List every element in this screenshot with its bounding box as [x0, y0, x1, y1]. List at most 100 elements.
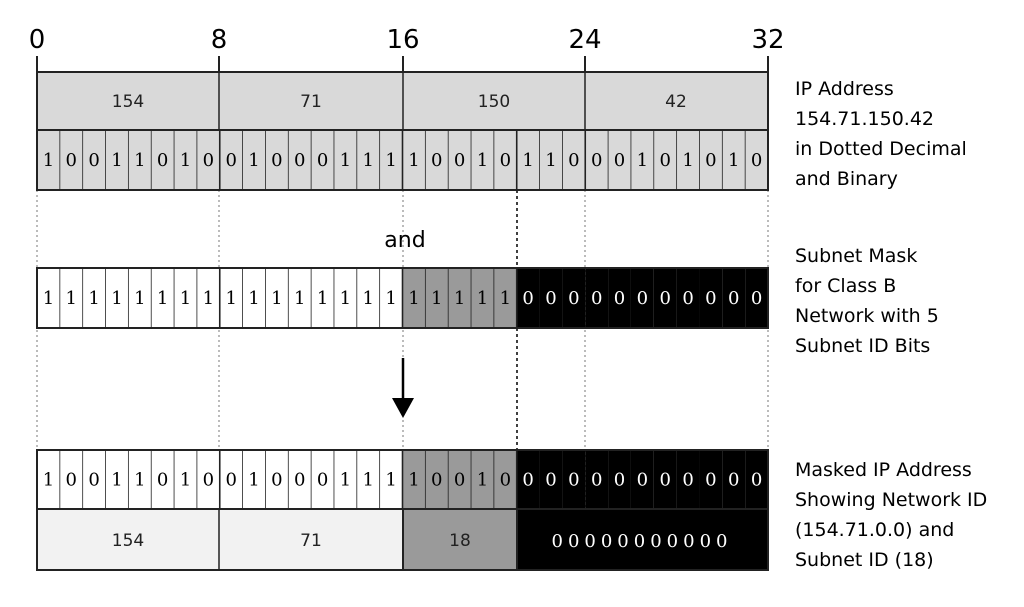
- masked-bit: 0: [637, 470, 648, 491]
- mask-bit: 0: [522, 288, 533, 309]
- mask-bit: 0: [728, 288, 739, 309]
- masked-bit: 0: [294, 470, 305, 491]
- and-operator: and: [384, 228, 425, 253]
- ip-bit: 0: [614, 150, 625, 171]
- ip-octet-2: 71: [300, 92, 322, 112]
- ip-octet-4: 42: [665, 92, 687, 112]
- ip-bit-cell: [196, 130, 220, 190]
- masked-bit: 0: [431, 470, 442, 491]
- down-arrow-icon: [392, 358, 414, 418]
- masked-bit: 1: [248, 470, 259, 491]
- mask-bit-cell: [471, 268, 494, 328]
- masked-bit: 0: [500, 470, 511, 491]
- masked-bit-cell: [653, 450, 677, 509]
- ip-bit-cell: [516, 130, 540, 190]
- scale-tick-8: 8: [211, 25, 228, 55]
- masked-host-field: [516, 508, 769, 571]
- ip-bit: 0: [705, 150, 716, 171]
- ip-label-line-4: and Binary: [795, 168, 898, 190]
- ip-bit-cell: [745, 130, 768, 190]
- ip-bit-cell: [402, 130, 426, 190]
- bit-scale: 0 8 16 24 32: [29, 25, 785, 73]
- ip-bit-cell: [82, 130, 106, 190]
- mask-bit-cell: [425, 268, 449, 328]
- masked-bit: 1: [180, 470, 191, 491]
- masked-label-line-1: Masked IP Address: [795, 459, 972, 481]
- masked-bit: 0: [157, 470, 168, 491]
- mask-bit-cell: [493, 268, 517, 328]
- masked-host-bits: 00000000000: [552, 531, 733, 552]
- mask-bit-cell: [82, 268, 106, 328]
- masked-bit-cell: [722, 450, 746, 509]
- mask-bit: 0: [705, 288, 716, 309]
- ip-bit: 0: [454, 150, 465, 171]
- masked-octet-1: 154: [112, 531, 144, 551]
- masked-bit-cell: [562, 450, 586, 509]
- mask-bit-cell: [151, 268, 175, 328]
- mask-bit-cell: [608, 268, 631, 328]
- ip-bit-cell: [311, 130, 334, 190]
- mask-bit: 1: [43, 288, 54, 309]
- masked-label-line-4: Subnet ID (18): [795, 549, 934, 571]
- mask-bit: 1: [66, 288, 77, 309]
- mask-bit-cell: [562, 268, 586, 328]
- mask-bit-cell: [311, 268, 334, 328]
- masked-bit: 0: [705, 470, 716, 491]
- mask-bit-cell: [219, 268, 243, 328]
- masked-bit: 0: [751, 470, 762, 491]
- ip-bit-cell: [425, 130, 449, 190]
- masked-bit: 1: [43, 470, 54, 491]
- mask-bit-cell: [448, 268, 472, 328]
- ip-bit-cell: [676, 130, 700, 190]
- ip-bit: 1: [43, 150, 54, 171]
- mask-bit-cell: [105, 268, 129, 328]
- scale-tick-32: 32: [751, 25, 784, 55]
- mask-bit-cell: [722, 268, 746, 328]
- masked-bit: 1: [408, 470, 419, 491]
- mask-bit: 1: [408, 288, 419, 309]
- ip-bit: 1: [682, 150, 693, 171]
- mask-bit-cell: [288, 268, 312, 328]
- ip-bit-cell: [59, 130, 83, 190]
- masked-bit: 1: [340, 470, 351, 491]
- mask-bit: 1: [385, 288, 396, 309]
- masked-bit: 0: [317, 470, 328, 491]
- masked-bit: 0: [591, 470, 602, 491]
- ip-bit: 0: [431, 150, 442, 171]
- mask-bit: 1: [111, 288, 122, 309]
- masked-bit-cell: [242, 450, 266, 509]
- ip-bit: 0: [500, 150, 511, 171]
- masked-bit-cell: [151, 450, 175, 509]
- masked-bit-cell: [333, 450, 357, 509]
- mask-bit-cell: [174, 268, 197, 328]
- ip-bit: 0: [157, 150, 168, 171]
- ip-bit-cell: [585, 130, 609, 190]
- masked-bit-cell: [128, 450, 152, 509]
- mask-bit: 1: [363, 288, 374, 309]
- ip-bit-cell: [448, 130, 472, 190]
- masked-bit: 0: [545, 470, 556, 491]
- ip-bit: 0: [271, 150, 282, 171]
- ip-bit-cell: [722, 130, 746, 190]
- ip-octet-3: 150: [478, 92, 510, 112]
- ip-bit-cell: [539, 130, 563, 190]
- ip-bit: 0: [294, 150, 305, 171]
- masked-network-field: [36, 508, 404, 571]
- ip-bit-cell: [471, 130, 494, 190]
- ip-bit-cell: [379, 130, 403, 190]
- masked-label-line-3: (154.71.0.0) and: [795, 519, 954, 541]
- masked-bit: 0: [454, 470, 465, 491]
- mask-bit-cell: [379, 268, 403, 328]
- masked-bit-cell: [59, 450, 83, 509]
- mask-bit-cell: [516, 268, 540, 328]
- masked-bit-cell: [37, 450, 60, 509]
- mask-bit: 1: [248, 288, 259, 309]
- mask-bit: 1: [431, 288, 442, 309]
- mask-bit: 1: [500, 288, 511, 309]
- masked-subnet-id: 18: [449, 531, 471, 551]
- ip-bit-cell: [265, 130, 289, 190]
- masked-bit: 0: [271, 470, 282, 491]
- ip-bit-cell: [699, 130, 723, 190]
